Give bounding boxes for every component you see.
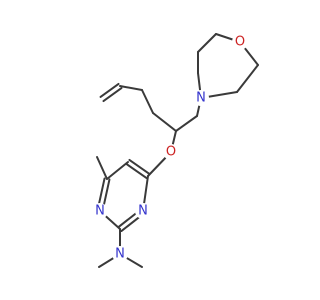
single-bond-line (175, 115, 198, 132)
atom-label-background (193, 90, 209, 106)
nitrogen-atom-label: N (95, 204, 105, 219)
double-bond-line (125, 163, 148, 180)
single-bond-line (152, 112, 177, 132)
atom-label-background (232, 34, 248, 50)
oxygen-atom-label: O (166, 145, 176, 160)
double-bond-line (128, 158, 151, 175)
atom-label-background (135, 203, 151, 219)
single-bond-line (106, 161, 129, 180)
nitrogen-atom-label: N (138, 204, 148, 219)
nitrogen-atom-label: N (115, 247, 125, 262)
double-bond-line (99, 82, 120, 98)
single-bond-line (119, 85, 143, 91)
oxygen-atom-label: O (235, 35, 245, 50)
single-bond-line (236, 64, 259, 93)
nitrogen-atom-label: N (196, 91, 206, 106)
single-bond-line (141, 89, 154, 114)
single-bond-line (197, 33, 217, 53)
double-bond-line (102, 87, 123, 103)
atom-label-layer: N O O N N N (92, 34, 248, 262)
molecule-structure-diagram: N O O N N N (92, 33, 259, 268)
atom-label-background (112, 246, 128, 262)
atom-label-background (163, 144, 179, 160)
atom-label-background (92, 203, 108, 219)
single-bond-line (96, 156, 108, 180)
